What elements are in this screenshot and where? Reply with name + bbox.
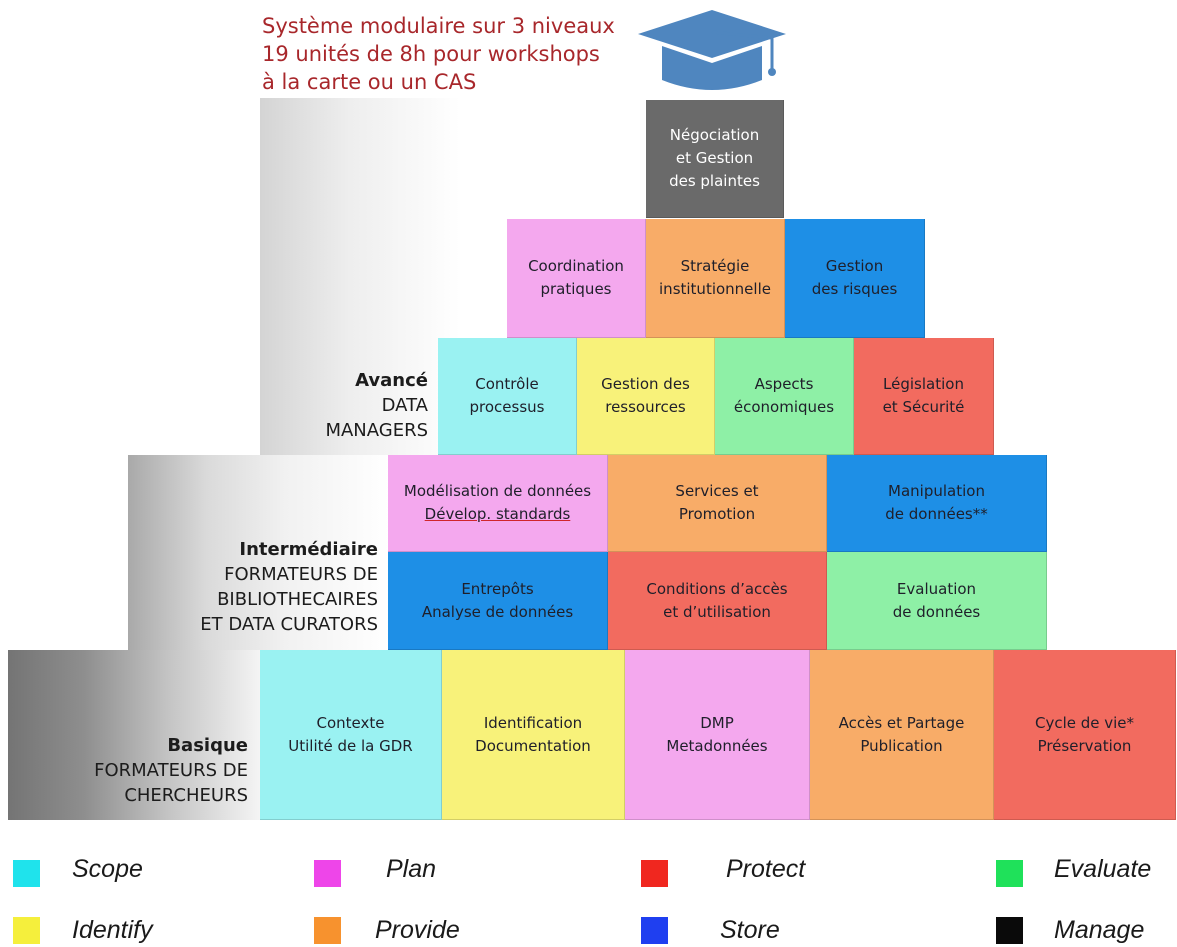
module-line: Metadonnées xyxy=(666,736,768,755)
module-line: Gestion des xyxy=(601,375,690,393)
module-line: et Sécurité xyxy=(882,398,965,416)
level-label-intermediaire: Intermédiaire FORMATEURS DE BIBLIOTHECAI… xyxy=(150,537,378,637)
module-line: de données** xyxy=(885,505,988,523)
module-line: Services et xyxy=(675,482,759,500)
headline-line-3: à la carte ou un CAS xyxy=(262,70,477,94)
module-line: Gestion xyxy=(825,257,884,275)
module-services: Services et Promotion xyxy=(608,455,827,552)
module-dmp: DMP Metadonnées xyxy=(625,650,810,820)
legend-label-protect: Protect xyxy=(726,855,806,883)
module-line: Négociation xyxy=(669,126,760,144)
module-controle: Contrôle processus xyxy=(438,338,577,455)
level-band-avance xyxy=(260,98,460,456)
headline-line-2: 19 unités de 8h pour workshops xyxy=(262,42,600,66)
module-line: Aspects xyxy=(754,375,814,393)
legend-swatch-scope xyxy=(13,860,40,887)
graduation-cap-icon xyxy=(638,10,786,90)
legend-label-scope: Scope xyxy=(72,855,143,883)
module-negociation: Négociation et Gestion des plaintes xyxy=(646,100,784,218)
module-line: Utilité de la GDR xyxy=(288,736,413,755)
module-line: Modélisation de données xyxy=(403,482,592,500)
module-line: Identification xyxy=(483,713,583,732)
legend-label-evaluate: Evaluate xyxy=(1054,855,1152,883)
legend-swatch-plan xyxy=(314,860,341,887)
module-entrepots: Entrepôts Analyse de données xyxy=(388,552,608,650)
level-label-basique: Basique FORMATEURS DE CHERCHEURS xyxy=(60,733,248,808)
level-band-intermediaire xyxy=(128,455,390,650)
module-line: processus xyxy=(469,398,545,416)
module-line: Analyse de données xyxy=(421,602,574,621)
module-line: Manipulation xyxy=(888,482,985,500)
level-name: Basique xyxy=(167,735,248,756)
legend-label-manage: Manage xyxy=(1054,916,1145,944)
module-identification: Identification Documentation xyxy=(442,650,625,820)
legend-swatch-manage xyxy=(996,917,1023,944)
legend-label-store: Store xyxy=(720,916,780,944)
module-cycle: Cycle de vie* Préservation xyxy=(994,650,1176,820)
module-line: Législation xyxy=(883,375,964,393)
legend-label-provide: Provide xyxy=(375,916,460,944)
module-line: Entrepôts xyxy=(461,579,534,598)
module-line: Evaluation xyxy=(896,579,977,598)
module-line: Promotion xyxy=(678,505,756,523)
module-line: Coordination xyxy=(528,257,624,275)
level-name: Avancé xyxy=(355,370,428,391)
legend-label-identify: Identify xyxy=(72,916,153,944)
level-name: Intermédiaire xyxy=(239,539,378,560)
legend-swatch-provide xyxy=(314,917,341,944)
level-audience-line: FORMATEURS DE xyxy=(94,760,248,781)
level-audience-line: CHERCHEURS xyxy=(124,785,248,806)
module-line: des risques xyxy=(811,280,898,298)
legend-swatch-evaluate xyxy=(996,860,1023,887)
headline: Système modulaire sur 3 niveaux 19 unité… xyxy=(262,12,615,96)
module-line: Accès et Partage xyxy=(838,713,965,732)
module-line: DMP xyxy=(700,713,734,732)
module-acces: Accès et Partage Publication xyxy=(810,650,994,820)
headline-line-1: Système modulaire sur 3 niveaux xyxy=(262,14,615,38)
module-line: et d’utilisation xyxy=(663,602,771,621)
module-line: des plaintes xyxy=(669,172,760,190)
level-label-avance: Avancé DATA MANAGERS xyxy=(300,368,428,443)
level-audience-line: BIBLIOTHECAIRES xyxy=(217,589,378,610)
module-line: ressources xyxy=(605,398,686,416)
level-audience-line: MANAGERS xyxy=(325,420,428,441)
module-line: Préservation xyxy=(1037,736,1132,755)
level-audience-line: ET DATA CURATORS xyxy=(200,614,378,635)
module-line: Publication xyxy=(860,736,943,755)
module-line: de données xyxy=(892,602,981,621)
legend-swatch-protect xyxy=(641,860,668,887)
module-legislation: Législation et Sécurité xyxy=(854,338,994,455)
module-line: Conditions d’accès xyxy=(646,579,788,598)
module-line: Stratégie xyxy=(680,257,750,275)
module-strategie: Stratégie institutionnelle xyxy=(646,219,785,338)
legend-swatch-identify xyxy=(13,917,40,944)
module-aspects: Aspects économiques xyxy=(715,338,854,455)
legend-swatch-store xyxy=(641,917,668,944)
module-conditions: Conditions d’accès et d’utilisation xyxy=(608,552,827,650)
module-line: Contrôle xyxy=(475,375,539,393)
module-line: Contexte xyxy=(316,713,385,732)
module-line: Dévelop. standards xyxy=(424,505,571,523)
module-line: Documentation xyxy=(475,736,591,755)
module-line: et Gestion xyxy=(675,149,754,167)
module-modelisation: Modélisation de données Dévelop. standar… xyxy=(388,455,608,552)
module-line: Cycle de vie* xyxy=(1034,713,1135,732)
module-gestion-ressources: Gestion des ressources xyxy=(577,338,715,455)
module-line: institutionnelle xyxy=(659,280,771,298)
module-evaluation: Evaluation de données xyxy=(827,552,1047,650)
module-line: économiques xyxy=(733,398,835,416)
level-audience-line: FORMATEURS DE xyxy=(224,564,378,585)
module-line: pratiques xyxy=(540,280,612,298)
module-contexte: Contexte Utilité de la GDR xyxy=(260,650,442,820)
module-gestion-risques: Gestion des risques xyxy=(785,219,925,338)
module-manipulation: Manipulation de données** xyxy=(827,455,1047,552)
level-band-basique xyxy=(8,650,260,820)
level-audience-line: DATA xyxy=(381,395,428,416)
legend-label-plan: Plan xyxy=(386,855,437,883)
module-coordination: Coordination pratiques xyxy=(507,219,646,338)
